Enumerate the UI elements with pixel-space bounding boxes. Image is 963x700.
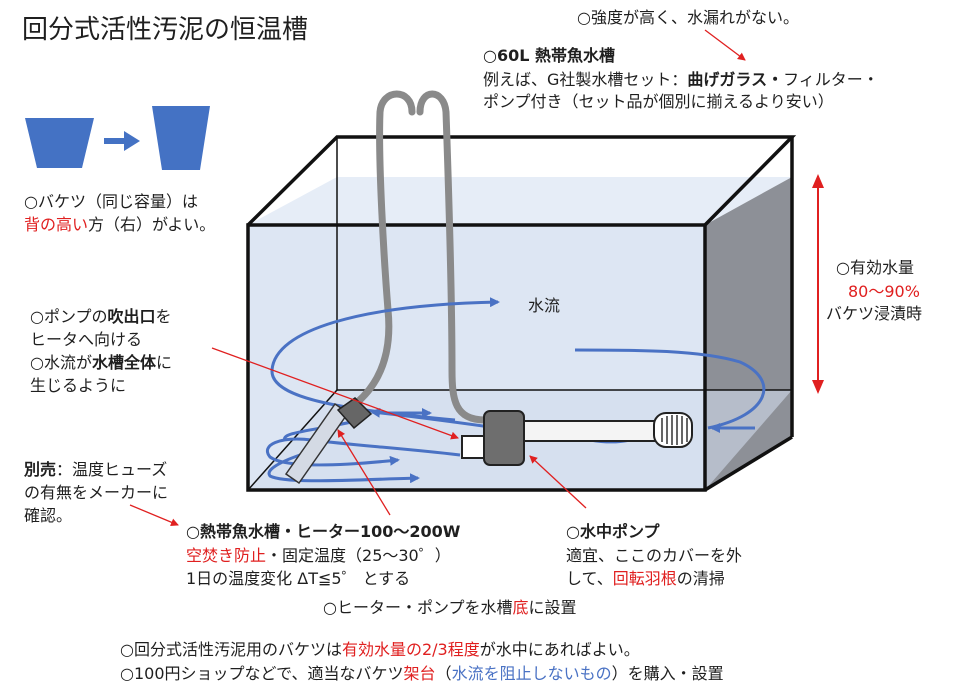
footer-line1-suffix: が水中にあればよい。 bbox=[479, 640, 640, 659]
volume-note-line1: ○有効水量 bbox=[836, 258, 914, 277]
footer-line2: ○100円ショップなどで、適当なバケツ架台（水流を阻止しないもの）を購入・設置 bbox=[120, 664, 724, 684]
volume-note-percent: 80～90% bbox=[848, 282, 920, 301]
footer-line1-prefix: ○回分式活性汚泥用のバケツは bbox=[120, 640, 342, 659]
pump-note-flow-suffix: に bbox=[155, 353, 172, 372]
pump-heading: ○水中ポンプ bbox=[566, 522, 660, 541]
air-tube-left bbox=[346, 90, 416, 412]
heater-line2: 空焚き防止・固定温度（25～30゜） bbox=[186, 546, 451, 566]
tank-bent-glass: 曲げガラス・ bbox=[687, 70, 784, 89]
pump-note-suffix: を bbox=[155, 307, 172, 326]
tank-strength-note: ○強度が高く、水漏れがない。 bbox=[577, 8, 799, 27]
bucket-arrow-icon bbox=[104, 131, 140, 151]
fuse-note-fuse: ：温度ヒューズ bbox=[56, 460, 168, 479]
footer-line2-prefix: ○100円ショップなどで、適当なバケツ bbox=[120, 664, 404, 683]
fuse-note-line1: 別売：温度ヒューズ bbox=[24, 460, 167, 480]
pump-note-line2: ヒータへ向ける bbox=[30, 330, 143, 349]
pump-line3-suffix: の清掃 bbox=[676, 569, 725, 588]
footer-two-thirds: 有効水量の2/3程度 bbox=[341, 640, 480, 659]
bucket-note-line2: 背の高い方（右）がよい。 bbox=[24, 215, 215, 235]
bucket-taller-highlight: 背の高い bbox=[24, 215, 89, 234]
pump-note-prefix: ○ポンプの bbox=[30, 307, 108, 326]
footer-line2-suffix: ）を購入・設置 bbox=[611, 664, 724, 683]
placement-note-bottom: 底 bbox=[512, 598, 529, 617]
placement-note-prefix: ○ヒーター・ポンプを水槽 bbox=[323, 598, 513, 617]
page-title: 回分式活性汚泥の恒温槽 bbox=[22, 15, 309, 45]
pump-note-line3: ○水流が水槽全体に bbox=[30, 353, 172, 373]
pump-note-line4: 生じるように bbox=[30, 376, 127, 395]
fuse-note-line3: 確認。 bbox=[24, 506, 73, 525]
air-tube-right bbox=[416, 90, 489, 424]
heater-fixed-temp: ・固定温度（25～30゜） bbox=[266, 546, 451, 565]
tank-description-line2: ポンプ付き（セット品が個別に揃えるより安い） bbox=[483, 92, 834, 111]
tank-description-prefix: 例えば、G社製水槽セット： bbox=[483, 70, 688, 89]
callout-arrows bbox=[129, 29, 746, 526]
pump-note-outlet: 吹出口 bbox=[107, 307, 156, 326]
pump-line2: 適宜、ここのカバーを外 bbox=[566, 546, 743, 565]
pump-line3: して、回転羽根の清掃 bbox=[566, 569, 725, 589]
fuse-note-line2: の有無をメーカーに bbox=[24, 483, 169, 502]
volume-arrow-bottom-head bbox=[812, 380, 824, 394]
bucket-tall-icon bbox=[152, 106, 210, 170]
pump-impeller: 回転羽根 bbox=[612, 569, 677, 588]
footer-line1: ○回分式活性汚泥用のバケツは有効水量の2/3程度が水中にあればよい。 bbox=[120, 640, 640, 660]
pump-line3-prefix: して、 bbox=[566, 569, 613, 588]
heater-heading: ○熱帯魚水槽・ヒーター100～200W bbox=[186, 522, 461, 541]
tank-heading: ○60L 熱帯魚水槽 bbox=[483, 46, 615, 65]
heater-line3: 1日の温度変化 ΔT≦5゜ とする bbox=[186, 569, 411, 588]
tank-description-line1: 例えば、G社製水槽セット：曲げガラス・フィルター・ bbox=[483, 70, 879, 90]
placement-note: ○ヒーター・ポンプを水槽底に設置 bbox=[323, 598, 577, 618]
pump-note-flow-prefix: ○水流が bbox=[30, 353, 92, 372]
bucket-short-icon bbox=[25, 118, 94, 168]
bucket-note-rest: 方（右）がよい。 bbox=[88, 215, 216, 234]
footer-paren-open: （ bbox=[435, 664, 452, 683]
heater-dry-burn-protection: 空焚き防止 bbox=[186, 546, 267, 565]
pump-note-whole-tank: 水槽全体 bbox=[91, 353, 156, 372]
tank-filter: フィルター・ bbox=[783, 70, 879, 89]
bucket-note-line1: ○バケツ（同じ容量）は bbox=[24, 192, 198, 211]
placement-note-suffix: に設置 bbox=[528, 598, 577, 617]
volume-arrow-top-head bbox=[812, 174, 824, 188]
pump-device bbox=[461, 410, 693, 466]
volume-note-line3: バケツ浸漬時 bbox=[826, 304, 923, 323]
footer-stand: 架台 bbox=[403, 664, 436, 683]
water-flow-label: 水流 bbox=[528, 296, 561, 315]
footer-no-flow-block: 水流を阻止しないもの bbox=[451, 664, 612, 683]
heater-device bbox=[284, 397, 373, 485]
fuse-note-sold-separately: 別売 bbox=[24, 460, 57, 479]
pump-note-line1: ○ポンプの吹出口を bbox=[30, 307, 172, 327]
